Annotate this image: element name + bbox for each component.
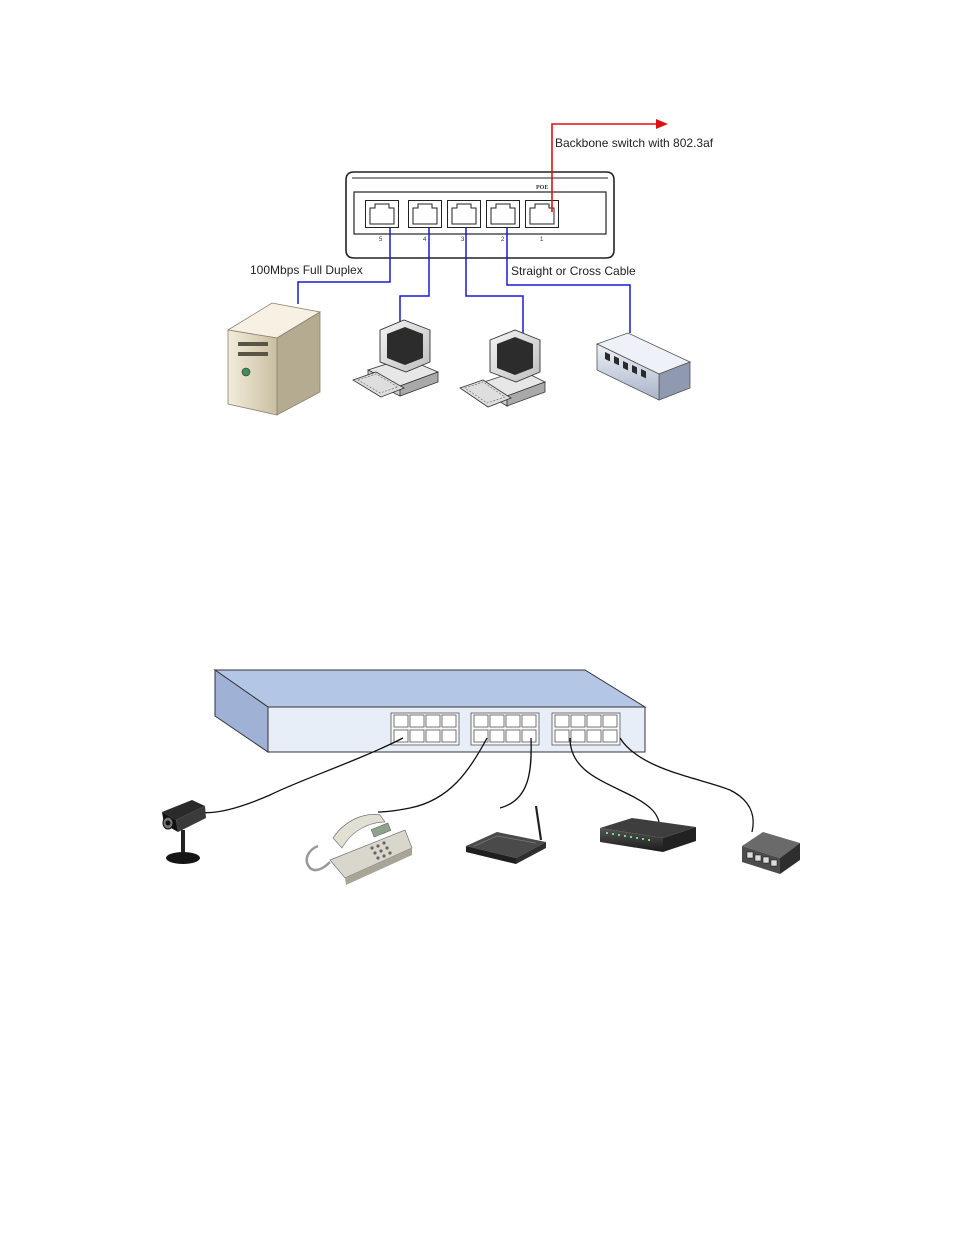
uplink-label: Backbone switch with 802.3af [555, 136, 714, 150]
rack-switch [213, 669, 647, 753]
poe-switch: POE 5 4 3 2 1 [345, 171, 615, 259]
cable-label: Straight or Cross Cable [511, 264, 636, 278]
port-number: 5 [379, 237, 383, 243]
port-group-1 [390, 712, 460, 746]
uplink-cable [551, 119, 668, 212]
wireless-access-point-icon [466, 805, 546, 864]
port-group-3 [551, 712, 621, 746]
media-converter-icon [742, 832, 800, 874]
cable-camera [197, 737, 404, 814]
port-number: 2 [501, 237, 505, 243]
switch-port-4: 4 [408, 200, 442, 243]
switch-port-2: 2 [486, 200, 520, 243]
desktop-pc-icon [459, 329, 547, 408]
ip-phone-icon [305, 814, 413, 885]
cable-port5-server [297, 228, 391, 304]
cable-access-point [499, 737, 532, 809]
diagram-rack-switch [162, 669, 800, 885]
diagram-poe-switch: POE 5 4 3 2 1 [226, 119, 714, 416]
cable-phone [377, 737, 488, 813]
server-icon [226, 302, 322, 416]
duplex-label: 100Mbps Full Duplex [250, 263, 363, 277]
port-group-2 [470, 712, 540, 746]
network-hub-icon [595, 332, 692, 401]
switch-port-5: 5 [365, 200, 399, 243]
cable-port2-hub [506, 228, 631, 333]
desktop-switch-icon [600, 818, 696, 852]
cable-media-converter [619, 737, 754, 833]
ip-camera-icon [162, 800, 206, 864]
port-number: 4 [423, 237, 427, 243]
port-number: 1 [540, 237, 544, 243]
poe-cables [197, 737, 754, 833]
poe-label: POE [536, 185, 548, 191]
switch-port-1: 1 [525, 200, 559, 243]
cable-port4-pc [399, 228, 430, 322]
port-number: 3 [461, 237, 465, 243]
switch-port-3: 3 [447, 200, 481, 243]
cable-port3-pc [465, 228, 524, 334]
lan-cables [297, 228, 631, 334]
cable-desktop-switch [569, 737, 661, 831]
desktop-pc-icon [352, 319, 440, 398]
